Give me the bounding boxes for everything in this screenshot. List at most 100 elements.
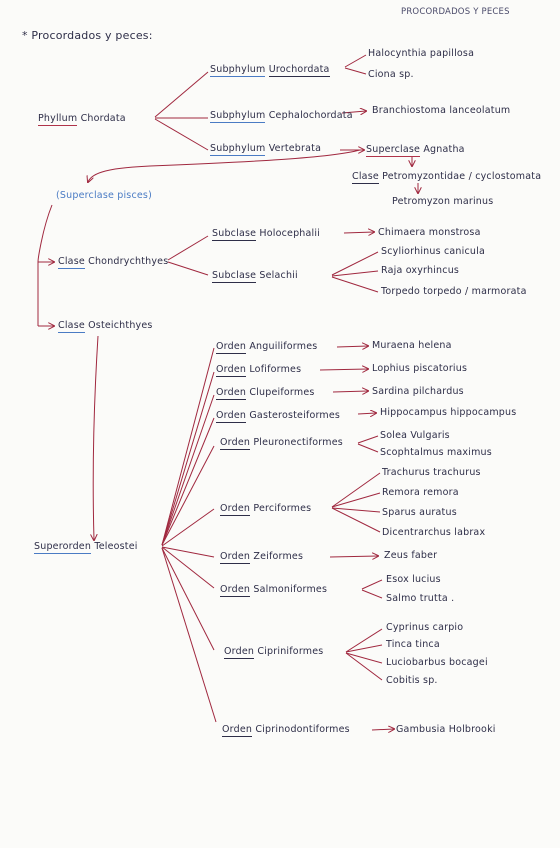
- species-label: Petromyzon marinus: [392, 196, 494, 207]
- branch-line: [161, 394, 215, 546]
- subclase-word: Subclase: [212, 228, 257, 241]
- orden-word: Orden: [220, 551, 251, 564]
- branch-line: [344, 54, 367, 68]
- clase-petromyzontidae: Clase Petromyzontidae / cyclostomata: [352, 171, 542, 184]
- branch-line: [161, 371, 215, 546]
- species-label: Remora remora: [382, 487, 459, 498]
- orden-word: Orden: [224, 646, 255, 659]
- arrow-line: [319, 369, 368, 370]
- phylum-label: Phyllum Chordata: [38, 113, 126, 126]
- species-label: Branchiostoma lanceolatum: [372, 105, 511, 116]
- branch-line: [167, 261, 209, 276]
- orden-name: Cipriniformes: [257, 646, 324, 657]
- species-label: Sparus auratus: [382, 507, 457, 518]
- arrow-line: [371, 729, 394, 730]
- arrow-line: [336, 346, 368, 347]
- arrow-line: [343, 232, 374, 233]
- species-label: Scyliorhinus canicula: [381, 246, 485, 257]
- branch-line: [344, 67, 367, 75]
- superclase-agnatha: Superclase Agnatha: [366, 144, 465, 157]
- species-label: Zeus faber: [384, 550, 438, 561]
- orden-name: Gasterosteiformes: [249, 410, 341, 421]
- species-label: Raja oxyrhincus: [381, 265, 460, 276]
- orden-name: Anguiliformes: [249, 341, 318, 352]
- clase-name: Chondrychthyes: [88, 256, 169, 267]
- page-title: * Procordados y peces:: [22, 29, 153, 42]
- species-label: Muraena helena: [372, 340, 452, 351]
- branch-line: [345, 652, 383, 664]
- header-note: PROCORDADOS Y PECES: [401, 7, 510, 17]
- orden-cipriniformes: Orden Cipriniformes: [224, 646, 324, 659]
- species-label: Scophtalmus maximus: [380, 447, 492, 458]
- phylum-word: Phyllum: [38, 113, 78, 126]
- superorden-word: Superorden: [34, 541, 92, 554]
- branch-line: [361, 579, 383, 590]
- branch-line: [331, 276, 379, 293]
- branch-line: [331, 507, 381, 533]
- subphylum-cephalochordata: Subphylum Cephalochordata: [210, 110, 353, 123]
- species-label: Dicentrarchus labrax: [382, 527, 486, 538]
- clase-word: Clase: [352, 171, 379, 184]
- branch-line: [161, 508, 215, 547]
- subclase-name: Holocephalii: [259, 228, 321, 239]
- arrow-line: [357, 413, 376, 414]
- branch-line: [161, 347, 215, 546]
- branch-line: [167, 235, 209, 261]
- species-label: Salmo trutta .: [386, 593, 455, 604]
- species-label: Tinca tinca: [386, 639, 440, 650]
- branch-line: [37, 204, 53, 326]
- subclase-selachii: Subclase Selachii: [212, 270, 298, 283]
- arrow-line: [341, 111, 366, 113]
- species-label: Lophius piscatorius: [372, 363, 468, 374]
- orden-pleuronectiformes: Orden Pleuronectiformes: [220, 437, 343, 450]
- branch-line: [161, 546, 215, 589]
- orden-word: Orden: [220, 437, 251, 450]
- branch-line: [331, 507, 381, 513]
- clase-name: Petromyzontidae / cyclostomata: [382, 171, 542, 182]
- branch-line: [154, 71, 209, 118]
- orden-word: Orden: [216, 410, 247, 423]
- arrow-line: [88, 149, 361, 182]
- orden-lofiformes: Orden Lofiformes: [216, 364, 302, 377]
- subphylum-word: Subphylum: [210, 143, 266, 156]
- orden-word: Orden: [220, 584, 251, 597]
- orden-ciprinodontiformes: Orden Ciprinodontiformes: [222, 724, 350, 737]
- clase-name: Osteichthyes: [88, 320, 153, 331]
- branch-line: [161, 546, 215, 558]
- orden-word: Orden: [220, 503, 251, 516]
- orden-clupeiformes: Orden Clupeiformes: [216, 387, 315, 400]
- branch-line: [357, 443, 379, 453]
- species-label: Trachurus trachurus: [382, 467, 481, 478]
- branch-line: [331, 492, 381, 508]
- species-label: Gambusia Holbrooki: [396, 724, 496, 735]
- orden-word: Orden: [216, 341, 247, 354]
- orden-name: Zeiformes: [253, 551, 304, 562]
- superorden-teleostei: Superorden Teleostei: [34, 541, 138, 554]
- subclase-name: Selachii: [259, 270, 298, 281]
- subphylum-word: Subphylum: [210, 110, 266, 123]
- species-label: Cobitis sp.: [386, 675, 438, 686]
- clase-word: Clase: [58, 256, 85, 269]
- subclase-word: Subclase: [212, 270, 257, 283]
- branch-line: [361, 589, 383, 599]
- branch-line: [357, 435, 379, 444]
- superorden-name: Teleostei: [94, 541, 138, 552]
- superclase-name: Agnatha: [423, 144, 465, 155]
- orden-name: Ciprinodontiformes: [255, 724, 350, 735]
- superclase-word: Superclase: [366, 144, 421, 157]
- orden-name: Lofiformes: [249, 364, 302, 375]
- subphylum-name: Urochordata: [268, 64, 330, 77]
- branch-line: [345, 652, 383, 681]
- branch-line: [161, 445, 215, 546]
- branch-line: [345, 628, 383, 653]
- subphylum-vertebrata: Subphylum Vertebrata: [210, 143, 321, 156]
- arrow-line: [93, 335, 99, 540]
- branch-line: [161, 547, 215, 651]
- subphylum-name: Cephalochordata: [268, 110, 353, 121]
- orden-word: Orden: [216, 364, 247, 377]
- species-label: Cyprinus carpio: [386, 622, 464, 633]
- branch-line: [161, 547, 217, 723]
- arrow-line: [332, 391, 368, 392]
- arrow-line: [329, 556, 378, 557]
